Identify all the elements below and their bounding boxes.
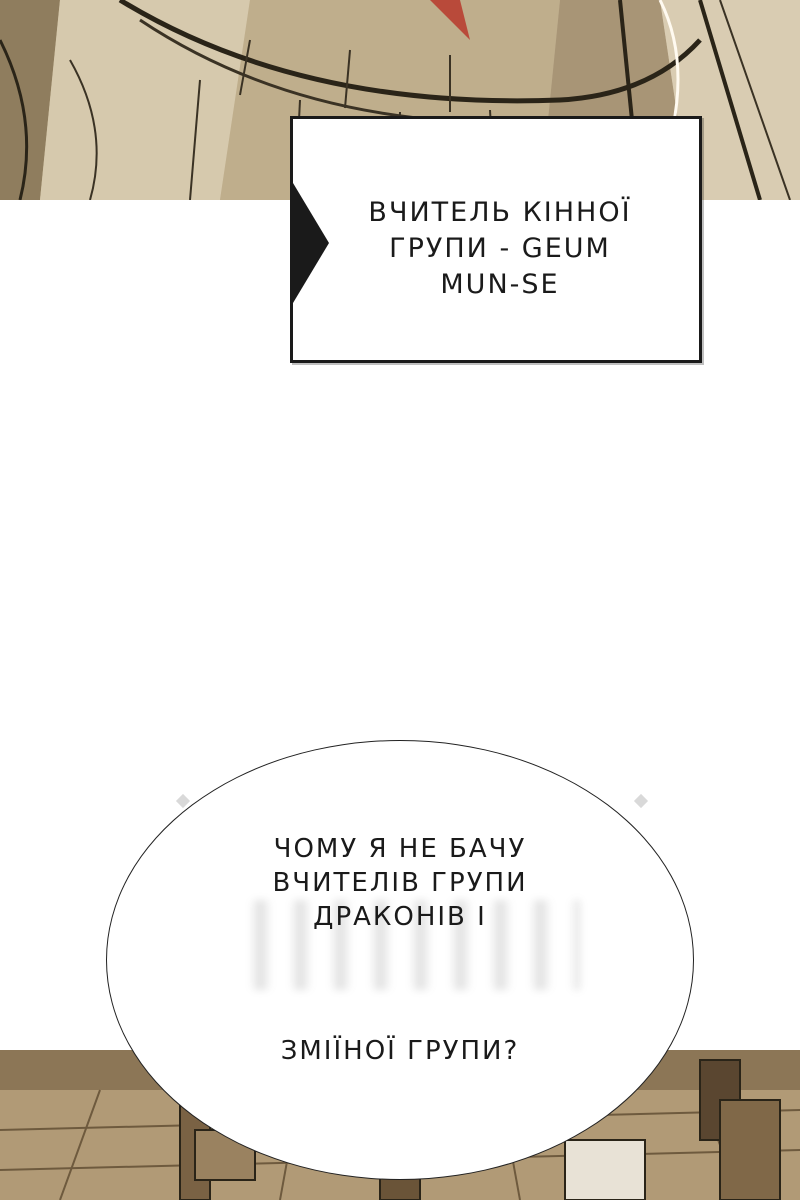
bubble-line: ЗМІЇНОЇ ГРУПИ? bbox=[280, 1036, 520, 1066]
caption-pointer-triangle bbox=[293, 183, 329, 303]
narration-caption-text: ВЧИТЕЛЬ КІННОЇ ГРУПИ - GEUM MUN-SE bbox=[330, 195, 670, 303]
caption-line: ВЧИТЕЛЬ КІННОЇ bbox=[368, 197, 632, 228]
blurred-text-area bbox=[250, 900, 580, 990]
bubble-line: ВЧИТЕЛІВ ГРУПИ bbox=[272, 868, 528, 898]
bubble-gap bbox=[210, 934, 590, 1034]
speech-bubble-text: ЧОМУ Я НЕ БАЧУ ВЧИТЕЛІВ ГРУПИ ДРАКОНІВ І… bbox=[210, 832, 590, 1068]
narration-caption-box bbox=[290, 116, 702, 363]
caption-line: MUN-SE bbox=[440, 269, 560, 300]
bubble-line: ДРАКОНІВ І bbox=[313, 902, 487, 932]
caption-line: ГРУПИ - GEUM bbox=[389, 233, 611, 264]
bubble-mark bbox=[633, 793, 649, 809]
speech-bubble bbox=[106, 740, 694, 1180]
bubble-line: ЧОМУ Я НЕ БАЧУ bbox=[273, 834, 527, 864]
